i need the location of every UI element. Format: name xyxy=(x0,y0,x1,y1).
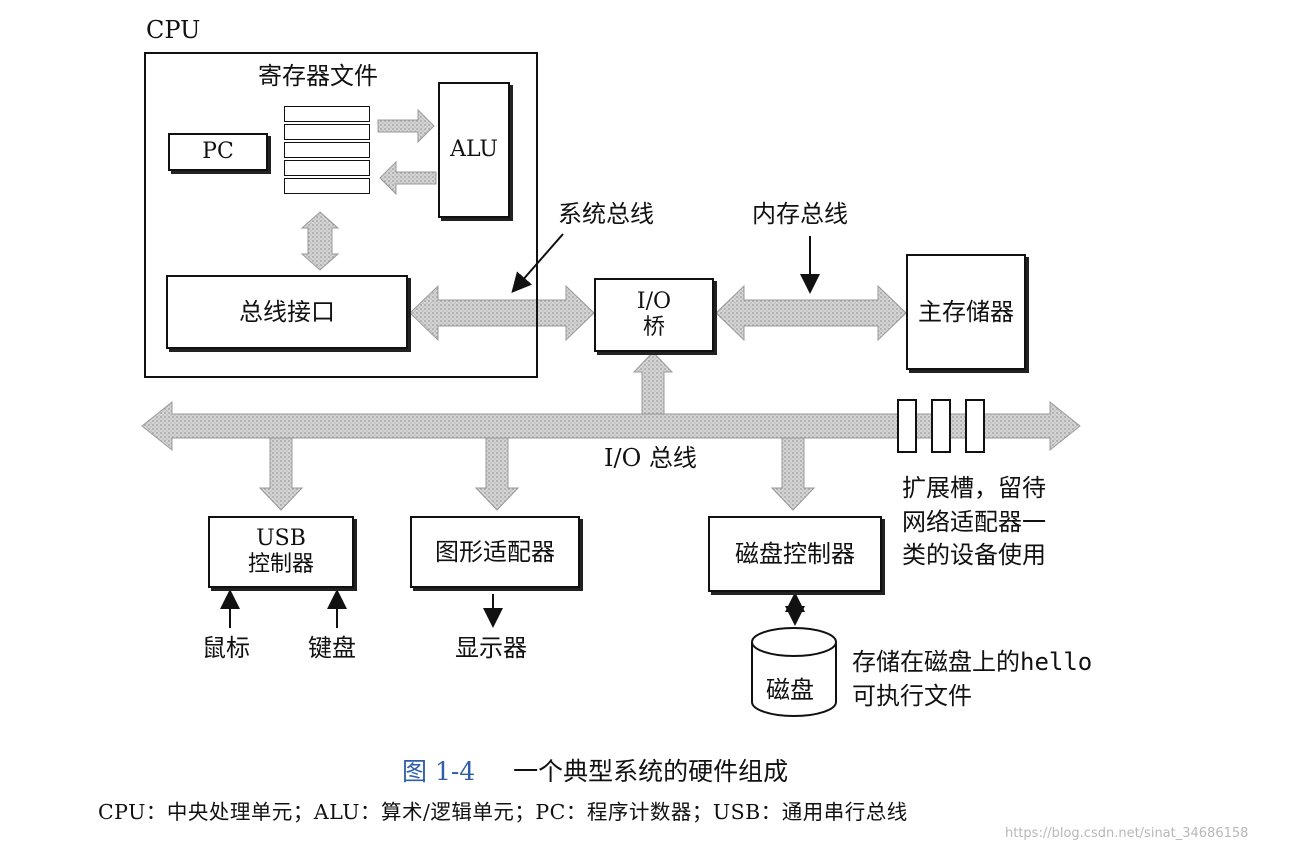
expansion-slot xyxy=(965,399,985,453)
register-cell xyxy=(284,160,370,176)
alu-to-regfile-arrow xyxy=(379,160,437,196)
regfile-bus-interface-arrow xyxy=(300,211,340,271)
register-cell xyxy=(284,178,370,194)
watermark: https://blog.csdn.net/sinat_34686158 xyxy=(1005,826,1249,841)
expansion-note-line: 扩展槽，留待 xyxy=(902,474,1046,502)
figure-number: 图 1-4 xyxy=(402,757,476,786)
memory-bus-label: 内存总线 xyxy=(752,200,848,228)
figure-title: 一个典型系统的硬件组成 xyxy=(513,757,789,786)
io-bus-to-graphics-arrow xyxy=(474,437,520,511)
display-label: 显示器 xyxy=(455,634,527,662)
io-bus-to-bridge-arrow xyxy=(632,351,674,415)
cpu-box xyxy=(144,52,538,378)
cpu-title: CPU xyxy=(146,16,201,44)
expansion-slot xyxy=(931,399,951,453)
regfile-to-alu-arrow xyxy=(377,108,435,144)
disk-label: 磁盘 xyxy=(766,676,814,704)
expansion-note-line: 网络适配器一 xyxy=(902,507,1046,536)
disk-note-code: hello xyxy=(1020,648,1093,676)
io-bridge-line2: 桥 xyxy=(642,315,665,340)
keyboard-label: 键盘 xyxy=(308,634,356,662)
io-bridge: I/O 桥 xyxy=(594,278,714,352)
expansion-note-line: 类的设备使用 xyxy=(902,541,1046,570)
memory-bus xyxy=(715,284,907,342)
usb-controller-line2: 控制器 xyxy=(247,552,314,577)
mouse-label: 鼠标 xyxy=(202,634,250,662)
expansion-slot xyxy=(897,399,917,453)
graphics-adapter: 图形适配器 xyxy=(410,516,580,588)
disk-note-prefix: 存储在磁盘上的 xyxy=(852,648,1020,676)
register-file-label: 寄存器文件 xyxy=(258,62,378,90)
abbreviation-legend: CPU：中央处理单元；ALU：算术/逻辑单元；PC：程序计数器；USB：通用串行… xyxy=(98,800,908,824)
disk-note: 存储在磁盘上的hello 可执行文件 xyxy=(852,646,1092,713)
io-bus-label: I/O 总线 xyxy=(604,444,697,472)
disk-controller: 磁盘控制器 xyxy=(708,516,882,592)
io-bridge-line1: I/O xyxy=(636,288,672,314)
usb-controller: USB 控制器 xyxy=(208,516,354,588)
pc-register: PC xyxy=(168,133,268,171)
io-bus-to-usb-arrow xyxy=(258,437,304,511)
bus-interface: 总线接口 xyxy=(166,275,408,349)
register-cell xyxy=(284,106,370,122)
system-bus-pointer xyxy=(511,233,564,294)
figure-caption: 图 1-4 一个典型系统的硬件组成 xyxy=(402,757,788,787)
register-cell xyxy=(284,124,370,140)
io-bus-to-disk-controller-arrow xyxy=(770,437,816,511)
io-bus xyxy=(141,400,1081,452)
system-bus-label: 系统总线 xyxy=(558,200,654,228)
expansion-slots-note: 扩展槽，留待 网络适配器一 类的设备使用 xyxy=(902,472,1046,573)
alu: ALU xyxy=(438,82,510,218)
usb-controller-line1: USB xyxy=(256,525,306,551)
disk-note-line2: 可执行文件 xyxy=(852,681,972,710)
disk-cylinder xyxy=(751,627,837,717)
main-memory: 主存储器 xyxy=(906,254,1026,370)
register-cell xyxy=(284,142,370,158)
